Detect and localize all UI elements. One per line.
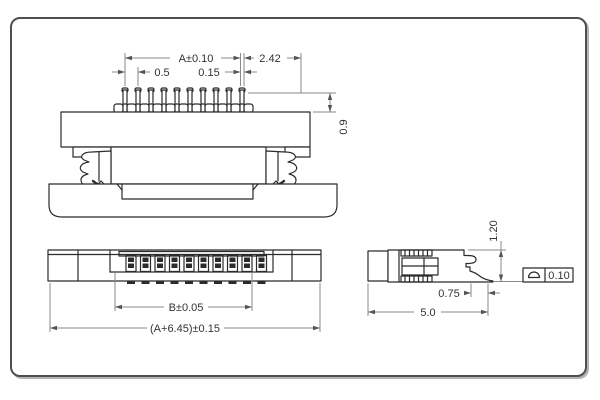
front-body-top xyxy=(60,111,311,148)
pin xyxy=(121,87,129,113)
contact-slot xyxy=(255,254,268,273)
pin xyxy=(134,87,142,113)
pin xyxy=(199,87,207,113)
dim-text-height: 1.20 xyxy=(488,220,500,241)
pin xyxy=(173,87,181,113)
front-base xyxy=(48,183,338,218)
side-ridge-bottom xyxy=(400,275,433,283)
dim-pin-height: 0.9 xyxy=(248,92,350,135)
latch-left xyxy=(79,150,113,188)
latch-right xyxy=(264,150,298,188)
contact-slot xyxy=(241,254,253,273)
dim-pin-width: 0.15 xyxy=(198,67,257,79)
dim-depth: 5.0 xyxy=(367,283,488,319)
front-body-center xyxy=(110,146,267,185)
contact-slot xyxy=(154,254,166,273)
tolerance-value: 0.10 xyxy=(548,270,569,282)
contact-slot xyxy=(226,254,239,273)
dim-text-pin-width: 0.15 xyxy=(198,67,219,79)
dim-text-tail: 0.75 xyxy=(438,288,459,300)
pin xyxy=(147,87,155,113)
dim-text-overall-width: (A+6.45)±0.15 xyxy=(150,323,220,335)
dim-text-pitch: 0.5 xyxy=(154,67,169,79)
side-actuator xyxy=(367,250,389,282)
dim-text-pin-span: A±0.10 xyxy=(179,53,214,65)
profile-of-surface-icon xyxy=(527,271,541,279)
dim-tail: 0.75 xyxy=(438,283,500,316)
pin xyxy=(238,87,246,113)
dim-overall-width: (A+6.45)±0.15 xyxy=(49,283,321,335)
pin-tabs xyxy=(113,103,254,114)
dim-contact-span: B±0.05 xyxy=(114,273,253,314)
dim-end-offset: 2.42 xyxy=(244,53,301,65)
bottom-view: B±0.05 (A+6.45)±0.15 xyxy=(47,249,322,335)
dim-text-depth: 5.0 xyxy=(420,307,435,319)
contact-slot xyxy=(183,254,195,273)
pin xyxy=(225,87,233,113)
contact-slot xyxy=(139,254,152,273)
dim-text-contact-span: B±0.05 xyxy=(169,302,204,314)
tolerance-frame: 0.10 xyxy=(522,267,574,283)
pin xyxy=(160,87,168,113)
contact-slot xyxy=(197,254,210,273)
contact-slots xyxy=(125,254,268,273)
contact-slot xyxy=(212,254,224,273)
pin xyxy=(186,87,194,113)
side-ridge-top xyxy=(400,249,433,257)
side-cavity xyxy=(401,257,439,276)
contact-slot xyxy=(168,254,181,273)
solder-leads xyxy=(127,280,266,284)
dim-pin-span: A±0.10 xyxy=(124,53,302,93)
dim-pitch: 0.5 xyxy=(112,67,170,86)
dim-text-pin-height: 0.9 xyxy=(338,119,350,134)
dim-text-end-offset: 2.42 xyxy=(259,53,280,65)
front-view: A±0.10 2.42 0.5 xyxy=(48,53,350,218)
pin xyxy=(212,87,220,113)
pin-row xyxy=(121,87,246,113)
dim-height: 1.20 xyxy=(468,220,523,282)
contact-slot xyxy=(125,254,137,273)
side-view: 1.20 0.75 5.0 xyxy=(367,220,574,319)
